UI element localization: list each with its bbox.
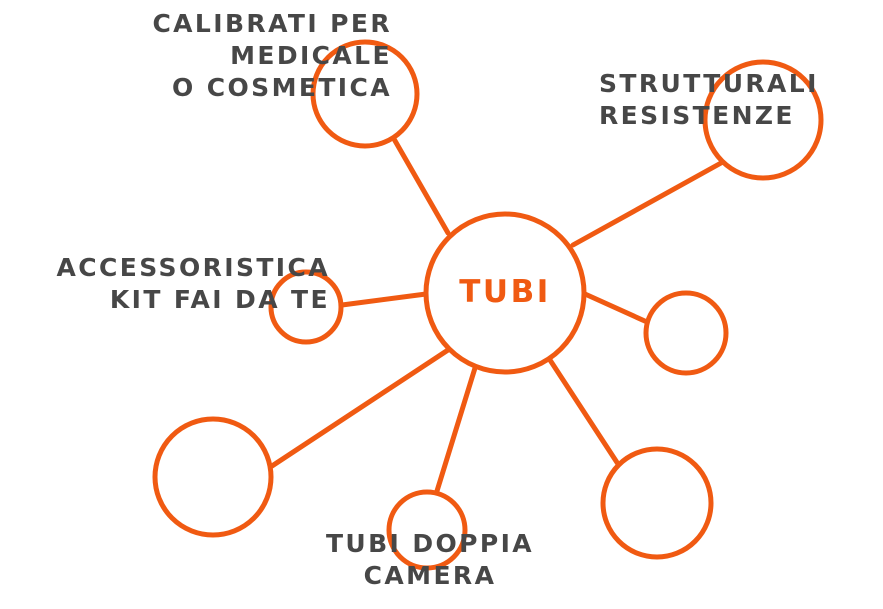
node-strutturali <box>702 59 824 181</box>
label-accessoristica: ACCESSORISTICA KIT FAI DA TE <box>57 252 330 316</box>
label-calibrati-line-2: MEDICALE <box>230 41 392 70</box>
connector-bottom-right <box>547 357 621 467</box>
label-tubi-doppia-line-2: CAMERA <box>363 561 497 590</box>
label-calibrati-line-1: CALIBRATI PER <box>152 9 392 38</box>
node-bottom-right <box>600 446 714 560</box>
label-accessoristica-line-2: KIT FAI DA TE <box>109 285 330 314</box>
label-strutturali-line-1: STRUTTURALI <box>599 69 819 98</box>
label-calibrati: CALIBRATI PER MEDICALE O COSMETICA <box>152 8 392 104</box>
connector-calibrati <box>391 136 451 236</box>
label-strutturali: STRUTTURALI RESISTENZE <box>599 68 819 132</box>
connector-accessoristica <box>339 291 429 308</box>
connector-bottom-left <box>269 347 451 469</box>
node-accessoristica <box>268 269 344 345</box>
label-accessoristica-line-1: ACCESSORISTICA <box>56 253 330 282</box>
node-bottom-left <box>152 416 274 538</box>
node-calibrati <box>310 39 420 149</box>
connector-right-small <box>582 291 650 325</box>
label-calibrati-line-3: O COSMETICA <box>172 73 392 102</box>
node-right-small <box>643 290 729 376</box>
label-tubi-doppia-line-1: TUBI DOPPIA <box>325 529 535 558</box>
node-tubi-doppia <box>386 489 468 571</box>
label-strutturali-line-2: RESISTENZE <box>599 101 795 130</box>
label-tubi-doppia: TUBI DOPPIA CAMERA <box>300 528 560 592</box>
connector-tubi-doppia <box>434 365 478 494</box>
node-center-tubi <box>423 211 587 375</box>
connector-strutturali <box>570 160 724 248</box>
center-label: TUBI <box>459 274 551 310</box>
